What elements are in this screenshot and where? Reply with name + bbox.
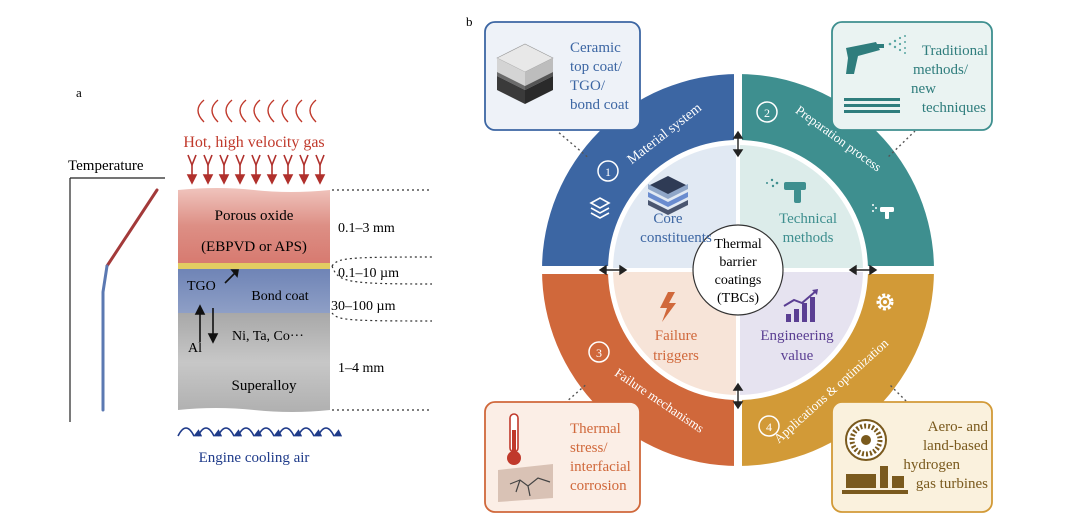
panel-b-label: b — [466, 14, 473, 29]
leader-dot-4 — [884, 379, 890, 385]
hot-gas-arrows — [186, 154, 326, 185]
leader-dot-2 — [882, 157, 888, 163]
failure-box-line-3: interfacial — [570, 459, 631, 475]
bond-coat-layer — [178, 269, 330, 313]
ring-number-2: 2 — [764, 106, 770, 120]
material-box-line-4: bond coat — [570, 97, 630, 113]
ring-number-3: 3 — [596, 346, 602, 360]
ring-badge-2: 2 — [756, 101, 778, 123]
ring-number-4: 4 — [766, 420, 772, 434]
thermometer-crack-icon — [498, 413, 553, 502]
temperature-profile-topcoat — [105, 188, 159, 268]
applications-box-line-2: land-based — [923, 438, 988, 454]
ring-number-1: 1 — [605, 165, 611, 179]
inner-label-3a: Failure — [655, 328, 698, 344]
top-coat-label-1: Porous oxide — [215, 208, 294, 224]
elements-label: Ni, Ta, Co··· — [232, 329, 304, 344]
inner-label-4b: value — [781, 348, 814, 364]
ring-badge-3: 3 — [588, 341, 610, 363]
thickness-superalloy: 1–4 mm — [338, 361, 384, 376]
material-box-line-1: Ceramic — [570, 40, 621, 56]
material-box-line-3: TGO/ — [570, 78, 606, 94]
preparation-box-line-1: Traditional — [922, 43, 988, 59]
tgo-label: TGO — [187, 279, 216, 294]
leader-dot-1 — [588, 157, 594, 163]
diffusion-arrows — [194, 269, 239, 344]
temperature-profile-substrate — [101, 264, 109, 412]
ring-quadrant-3 — [542, 270, 738, 466]
inner-label-3b: triggers — [653, 348, 699, 364]
thickness-bondcoat: 30–100 µm — [331, 299, 396, 314]
cooling-air-arrows — [177, 427, 343, 437]
ring-quadrant-1 — [542, 74, 738, 270]
inner-label-1b: constituents — [640, 230, 712, 246]
applications-box-line-4: gas turbines — [916, 476, 988, 492]
panel-a-label: a — [76, 85, 82, 100]
inner-label-2b: methods — [783, 230, 834, 246]
temperature-label: Temperature — [68, 158, 144, 174]
layered-coating-icon — [496, 43, 554, 104]
panel-b: b Thermal barrier coatings (TB — [466, 14, 993, 513]
ring-badge-1: 1 — [597, 160, 619, 182]
spray-gun-small-icon — [766, 178, 806, 203]
stack-icon — [648, 176, 688, 215]
ring-badge-4: 4 — [758, 415, 780, 437]
failure-box-line-4: corrosion — [570, 478, 627, 494]
bond-coat-label: Bond coat — [251, 289, 308, 304]
bar-chart-icon — [783, 289, 818, 322]
center-text-1: Thermal — [714, 237, 762, 252]
panel-a: a Hot, high velocity gas Temperature — [68, 85, 433, 466]
ring-quadrant-4 — [738, 270, 934, 466]
center-text-4: (TBCs) — [717, 291, 759, 306]
lightning-icon — [660, 292, 676, 322]
hot-gas-waves — [197, 99, 317, 123]
spray-gun-icon — [844, 35, 906, 113]
al-label: Al — [188, 341, 202, 356]
inner-label-4a: Engineering — [760, 328, 834, 344]
preparation-box-line-4: techniques — [922, 100, 986, 116]
superalloy-label: Superalloy — [232, 378, 297, 394]
center-text-3: coatings — [715, 273, 762, 288]
tgo-layer — [178, 263, 330, 269]
preparation-box-line-2: methods/ — [913, 62, 969, 78]
separator-arrows — [598, 130, 878, 410]
inner-label-2a: Technical — [779, 211, 837, 227]
ring-quadrant-2 — [738, 74, 934, 270]
leader-dot-3 — [586, 379, 592, 385]
failure-box-line-1: Thermal — [570, 421, 621, 437]
thickness-guides — [331, 189, 433, 411]
ring-spray-icon — [872, 204, 894, 219]
top-coat-label-2: (EBPVD or APS) — [201, 239, 307, 255]
thickness-topcoat: 0.1–3 mm — [338, 221, 395, 236]
thickness-tgo: 0.1–10 µm — [338, 266, 399, 281]
top-coat-layer — [178, 188, 330, 263]
center-circle — [692, 224, 784, 316]
cooling-air-label: Engine cooling air — [199, 450, 310, 466]
preparation-box-line-3: new — [911, 81, 936, 97]
ring-layers-icon — [589, 197, 611, 219]
applications-box-line-1: Aero- and — [928, 419, 989, 435]
material-box-line-2: top coat/ — [570, 59, 623, 75]
hot-gas-label: Hot, high velocity gas — [183, 134, 324, 151]
ring-gear-icon — [876, 293, 894, 311]
turbine-icon — [842, 419, 908, 494]
inner-label-1a: Core — [653, 211, 683, 227]
failure-box-line-2: stress/ — [570, 440, 608, 456]
center-text-2: barrier — [719, 255, 757, 270]
applications-box-line-3: hydrogen — [903, 457, 960, 473]
